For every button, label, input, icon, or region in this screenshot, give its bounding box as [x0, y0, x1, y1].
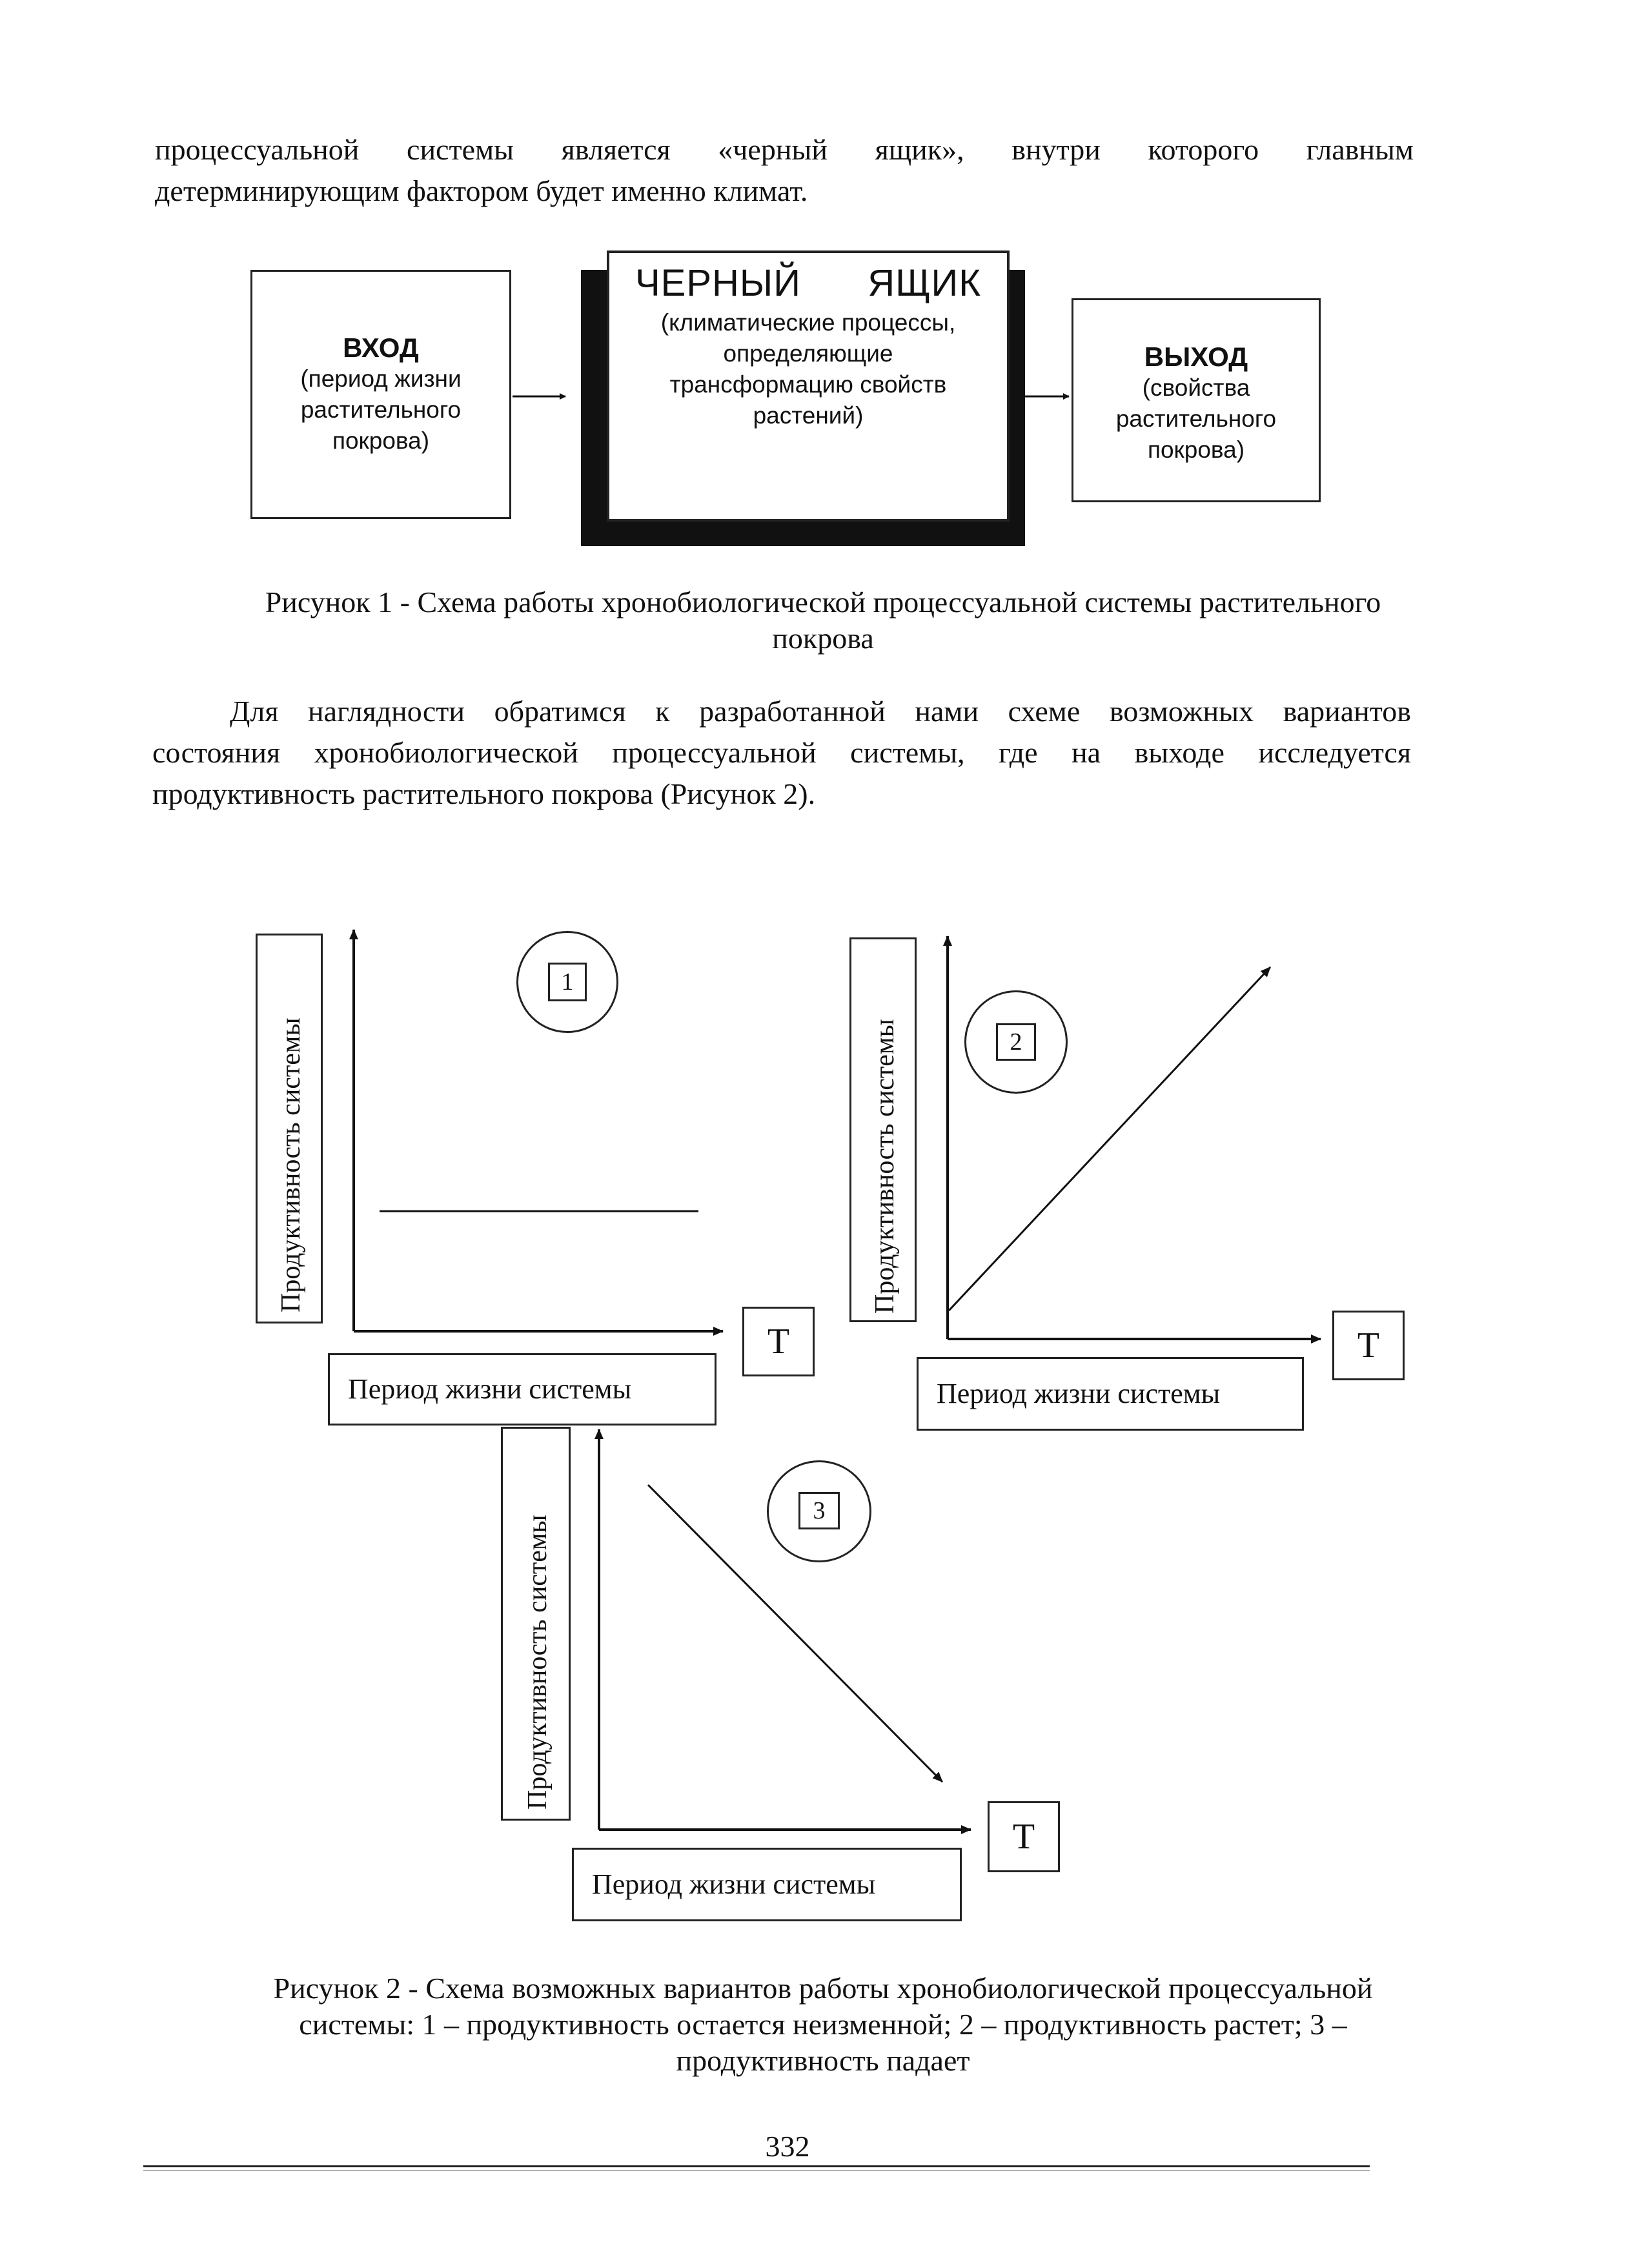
panel-1-t-label-box: Т [742, 1307, 815, 1376]
panel-2-trend-rising [948, 966, 1272, 1312]
panel-1-number-badge: 1 [516, 931, 618, 1033]
panel-3-trend-falling [647, 1484, 944, 1783]
panel-2-number-badge: 2 [964, 990, 1068, 1094]
panel-3-t-label-box: Т [988, 1801, 1060, 1872]
figure-1-caption: Рисунок 1 - Схема работы хронобиологичес… [129, 584, 1517, 657]
intro-line-2: детерминирующим фактором будет именно кл… [155, 174, 808, 207]
panel-2-number: 2 [996, 1023, 1036, 1061]
output-box-title: ВЫХОД [1144, 342, 1248, 372]
footer-rule [143, 2165, 1370, 2167]
output-box-line-3: покрова) [1147, 436, 1245, 463]
figure-2-caption-line-1: Рисунок 2 - Схема возможных вариантов ра… [273, 1972, 1373, 2005]
black-box: ЧЕРНЫЙ ЯЩИК (климатические процессы, опр… [607, 250, 1010, 522]
intro-paragraph: процессуальной системы является «черный … [155, 129, 1414, 212]
black-box-line-3: трансформацию свойств [669, 371, 947, 398]
body-line-3: продуктивность растительного покрова (Ри… [152, 777, 816, 810]
panel-3-y-label: Продуктивность системы [523, 1515, 553, 1810]
output-box: ВЫХОД (свойства растительного покрова) [1072, 298, 1321, 502]
panel-1-x-label: Период жизни системы [348, 1373, 632, 1405]
figure-2-caption: Рисунок 2 - Схема возможных вариантов ра… [129, 1970, 1517, 2079]
black-box-line-4: растений) [753, 402, 864, 429]
input-box-line-3: покрова) [332, 427, 430, 454]
panel-2-y-label: Продуктивность системы [870, 1019, 900, 1314]
figure-1-caption-line-1: Рисунок 1 - Схема работы хронобиологичес… [265, 586, 1381, 618]
panel-1-t-label: Т [767, 1322, 790, 1362]
input-box: ВХОД (период жизни растительного покрова… [250, 270, 511, 519]
figure-1-caption-line-2: покрова [772, 622, 874, 655]
panel-2-x-label: Период жизни системы [937, 1378, 1221, 1409]
panel-1-y-label: Продуктивность системы [276, 1017, 306, 1313]
panel-3-number-badge: 3 [767, 1460, 871, 1562]
panel-3-x-label-box: Период жизни системы [572, 1848, 962, 1921]
figure-1-arrows [513, 393, 1070, 400]
panel-2-y-label-box: Продуктивность системы [849, 937, 917, 1322]
panel-3-y-label-box: Продуктивность системы [501, 1427, 571, 1821]
panel-2-t-label-box: Т [1332, 1311, 1405, 1380]
input-box-title: ВХОД [343, 332, 419, 363]
body-paragraph: Для наглядности обратимся к разработанно… [152, 691, 1411, 815]
panel-3-x-label: Период жизни системы [592, 1868, 876, 1900]
black-box-line-2: определяющие [723, 340, 893, 367]
panel-2-t-label: Т [1357, 1325, 1380, 1365]
page-number: 332 [765, 2130, 810, 2163]
input-box-line-2: растительного [300, 396, 462, 423]
panel-3-t-label: Т [1012, 1817, 1035, 1857]
black-box-title-right: ЯЩИК [868, 262, 981, 304]
output-box-line-2: растительного [1115, 405, 1277, 432]
panel-1-x-label-box: Период жизни системы [328, 1353, 716, 1425]
body-line-2: состояния хронобиологической процессуаль… [152, 736, 1411, 769]
black-box-line-1: (климатические процессы, [660, 309, 956, 336]
intro-line-1: процессуальной системы является «черный … [155, 133, 1414, 166]
panel-1-y-label-box: Продуктивность системы [256, 934, 323, 1323]
body-line-1: Для наглядности обратимся к разработанно… [230, 695, 1411, 728]
figure-1: ВХОД (период жизни растительного покрова… [0, 0, 1646, 659]
output-box-line-1: (свойства [1142, 374, 1250, 401]
panel-1-number: 1 [548, 963, 587, 1001]
figure-2-caption-line-2: системы: 1 – продуктивность остается неи… [299, 2008, 1347, 2041]
input-box-line-1: (период жизни [300, 365, 462, 392]
panel-2-x-label-box: Период жизни системы [917, 1357, 1304, 1431]
black-box-title-left: ЧЕРНЫЙ [635, 262, 801, 304]
panel-3-number: 3 [798, 1492, 840, 1529]
figure-2-caption-line-3: продуктивность падает [676, 2044, 970, 2077]
